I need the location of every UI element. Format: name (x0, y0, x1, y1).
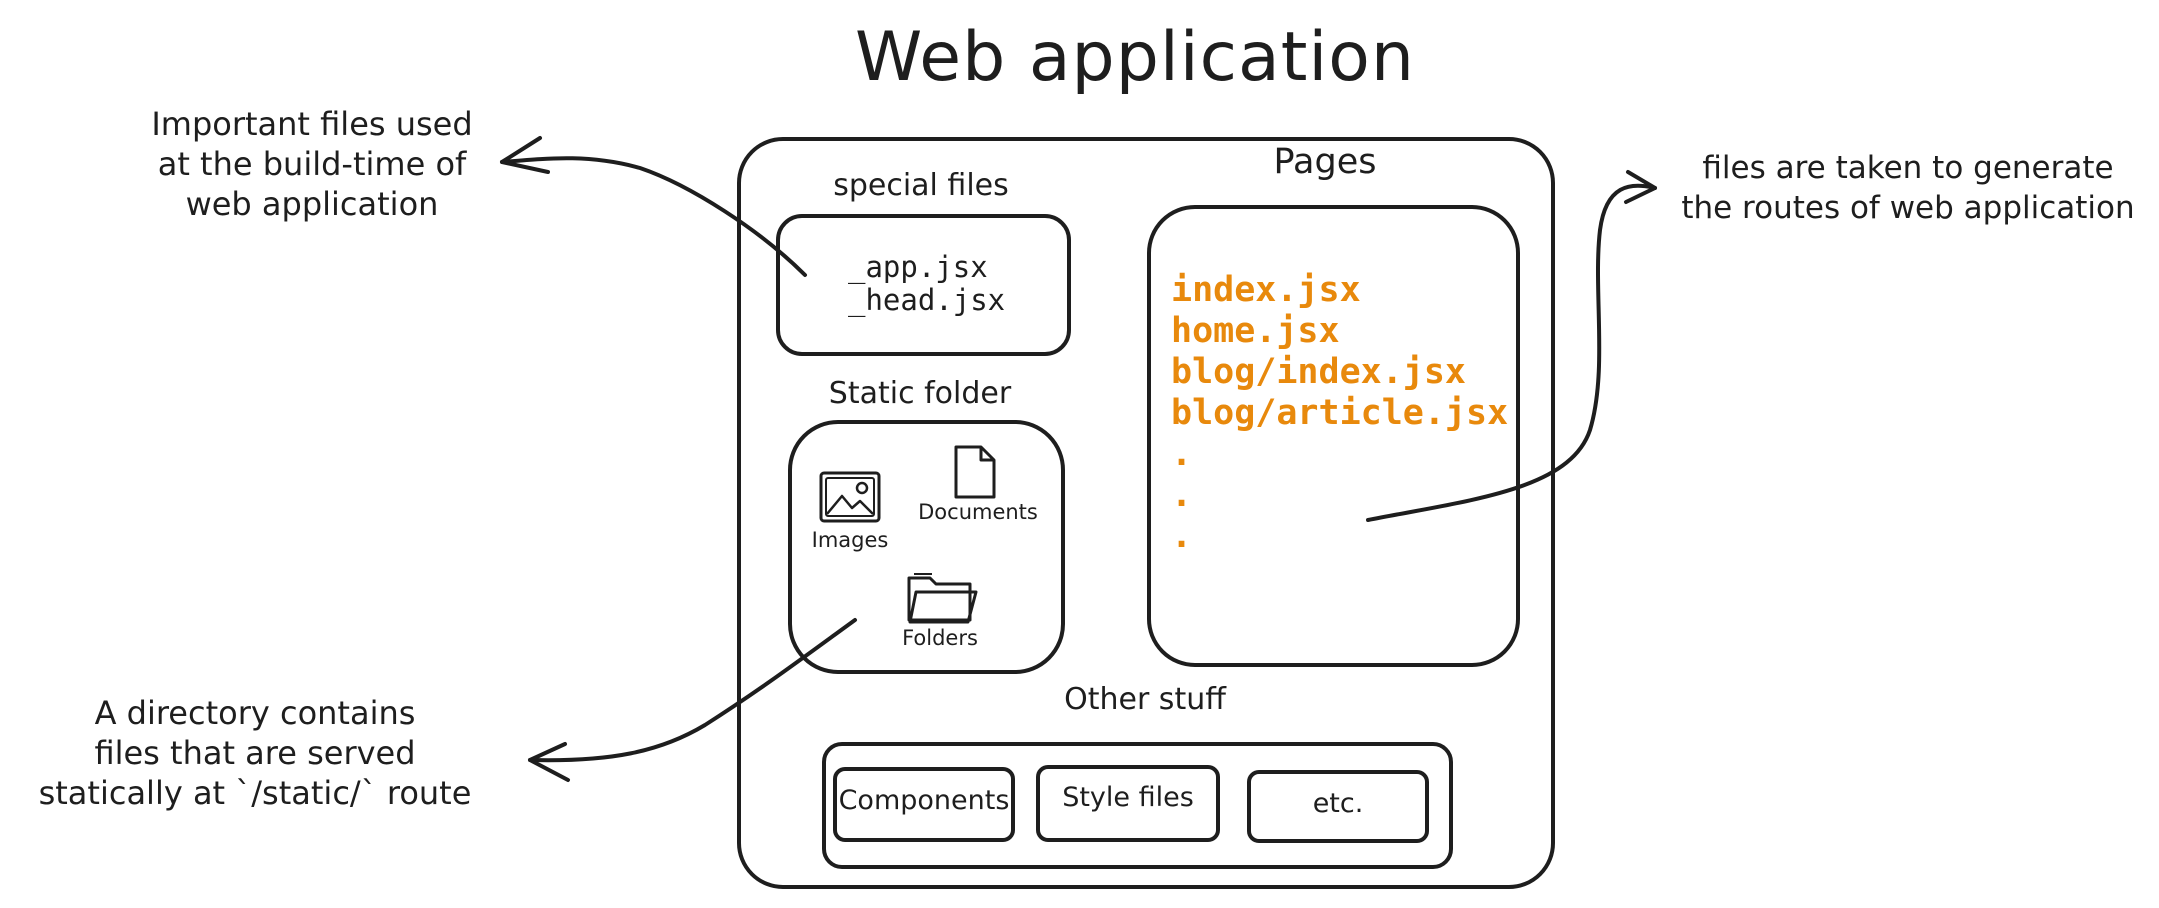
folders-label: Folders (902, 626, 978, 650)
note-line: statically at `/static/` route (38, 774, 472, 812)
routes-note: files are taken to generate the routes o… (1668, 148, 2148, 228)
build-time-note: Important files used at the build-time o… (142, 104, 482, 224)
components-box (833, 767, 1015, 842)
special-files-box (776, 214, 1071, 356)
note-line: web application (185, 185, 439, 223)
diagram-title: Web application (855, 18, 1415, 97)
routes-arrowhead (1624, 170, 1657, 204)
images-label: Images (811, 528, 889, 552)
page-file: blog/article.jsx (1171, 393, 1509, 433)
other-stuff-heading: Other stuff (1064, 682, 1226, 717)
build-time-arrowhead (500, 136, 550, 174)
note-line: files are taken to generate (1702, 150, 2114, 186)
page-file: index.jsx (1171, 270, 1361, 310)
static-folder-box (788, 420, 1065, 674)
note-line: at the build-time of (157, 145, 467, 183)
style-files-box (1036, 765, 1220, 842)
style-files-label: Style files (1062, 782, 1194, 813)
static-arrowhead (528, 742, 570, 782)
note-line: A directory contains (94, 694, 416, 732)
note-line: the routes of web application (1681, 190, 2135, 226)
page-file-ellipsis: . (1171, 516, 1193, 556)
static-note: A directory contains files that are serv… (10, 693, 500, 813)
etc-label: etc. (1312, 788, 1364, 819)
note-line: Important files used (151, 105, 473, 143)
special-file-head: _head.jsx (848, 283, 1006, 317)
page-file-ellipsis: . (1171, 434, 1193, 474)
other-stuff-box (822, 742, 1453, 869)
pages-file-list: index.jsx home.jsx blog/index.jsx blog/a… (1171, 270, 1508, 557)
note-line: files that are served (94, 734, 416, 772)
folder-icon (907, 573, 978, 624)
etc-box (1247, 770, 1429, 843)
special-files-heading: special files (833, 168, 1009, 203)
static-folder-heading: Static folder (828, 376, 1012, 411)
pages-heading: Pages (1273, 142, 1377, 182)
page-file-ellipsis: . (1171, 475, 1193, 515)
image-icon (819, 471, 881, 523)
document-icon (954, 445, 996, 499)
page-file: home.jsx (1171, 311, 1340, 351)
documents-label: Documents (918, 500, 1038, 524)
special-file-app: _app.jsx (848, 250, 988, 284)
components-label: Components (838, 785, 1010, 816)
page-file: blog/index.jsx (1171, 352, 1467, 392)
